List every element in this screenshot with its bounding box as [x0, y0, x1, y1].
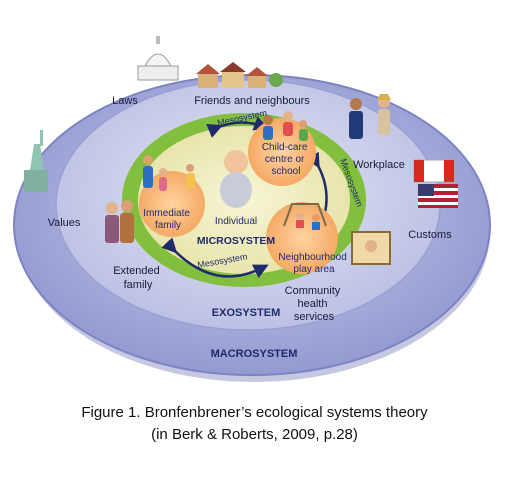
family-figures: [143, 155, 195, 191]
friends-label: Friends and neighbours: [194, 95, 310, 107]
child-figure: [220, 150, 252, 208]
childcare-node-label: Child-care centre or school: [262, 142, 310, 177]
microsystem-label: MICROSYSTEM: [197, 235, 275, 247]
figure-caption: Figure 1. Bronfenbrener’s ecological sys…: [0, 402, 509, 446]
caption-line-2: (in Berk & Roberts, 2009, p.28): [151, 426, 358, 443]
extended-family-label: Extended family: [113, 265, 163, 291]
play-area-node: [266, 202, 338, 274]
childcare-figures: [263, 111, 308, 141]
capitol-icon: [137, 36, 179, 81]
ecological-systems-diagram: MACROSYSTEM EXOSYSTEM MICROSYSTEM Indivi…: [13, 36, 491, 382]
caption-line-1: Figure 1. Bronfenbrener’s ecological sys…: [81, 404, 428, 421]
health-frame-icon: [351, 231, 391, 265]
workers-icon: [349, 94, 391, 139]
values-label: Values: [48, 217, 81, 229]
macrosystem-label: MACROSYSTEM: [211, 348, 298, 360]
play-area-node-label: Neighbourhood play area: [278, 252, 349, 275]
flags-icon: [413, 159, 458, 208]
laws-label: Laws: [112, 95, 138, 107]
statue-of-liberty-icon: [24, 130, 48, 192]
houses-icon: [196, 62, 283, 88]
individual-label: Individual: [215, 216, 257, 227]
customs-label: Customs: [408, 229, 452, 241]
workplace-label: Workplace: [353, 159, 405, 171]
community-health-label: Community health services: [285, 285, 344, 323]
playground-figure: [283, 203, 327, 230]
family-node-label: Immediate family: [143, 208, 192, 231]
exosystem-label: EXOSYSTEM: [212, 307, 280, 319]
extended-family-icon: [105, 200, 134, 243]
